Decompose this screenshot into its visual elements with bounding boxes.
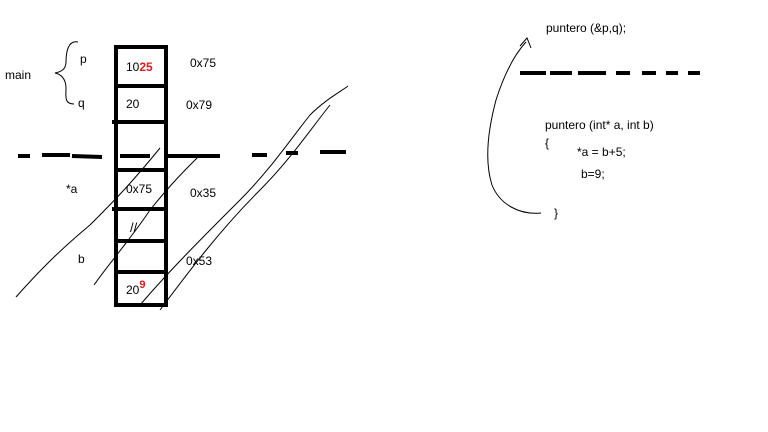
q-cell-value: 20 [126, 97, 140, 111]
b-label: b [78, 252, 85, 266]
p-label: p [80, 52, 87, 66]
p-new-value: 25 [139, 60, 153, 74]
a-address: 0x35 [190, 186, 217, 200]
arrow-head-icon [519, 37, 532, 49]
function-signature: puntero (int* a, int b) [545, 118, 654, 132]
cross-out-strokes [15, 85, 349, 311]
a-cell-value: 0x75 [126, 182, 153, 196]
p-address: 0x75 [190, 56, 217, 70]
open-brace: { [545, 136, 550, 150]
main-label: main [5, 68, 32, 82]
main-brace [54, 41, 79, 105]
q-label: q [78, 96, 85, 110]
scope-separator-left [18, 150, 346, 159]
code-line-2: b=9; [581, 167, 605, 181]
close-brace: } [554, 206, 559, 220]
memory-column [114, 45, 168, 307]
slash-mark: // [130, 220, 138, 235]
call-arrow [487, 41, 542, 214]
b-cell-value: 209 [126, 279, 146, 297]
p-cell-value: 1025 [126, 60, 153, 74]
b-address: 0x53 [186, 254, 213, 268]
b-new-value: 9 [139, 279, 146, 291]
code-line-1: *a = b+5; [577, 145, 626, 159]
function-call: puntero (&p,q); [546, 21, 627, 35]
a-pointer-label: *a [66, 182, 78, 196]
q-address: 0x79 [186, 98, 213, 112]
